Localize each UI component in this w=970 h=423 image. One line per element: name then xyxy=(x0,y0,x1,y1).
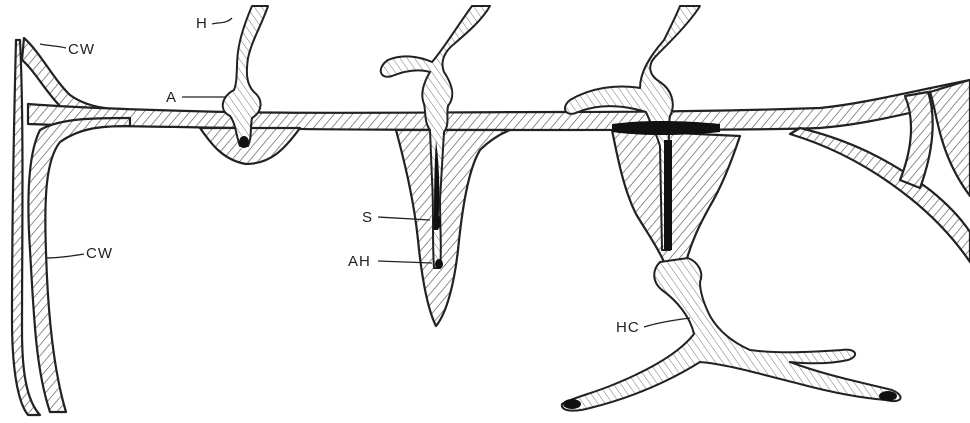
leader-h xyxy=(212,18,232,24)
leader-cw-left xyxy=(46,254,84,258)
label-cw-top: CW xyxy=(68,41,95,58)
haustorial-sheath-3 xyxy=(612,130,740,262)
haustorium-s xyxy=(433,215,441,229)
label-s: S xyxy=(362,209,373,226)
cell-wall-left-inner xyxy=(28,118,130,412)
leader-cw-top xyxy=(40,44,66,48)
cell-wall-right-corner-inner xyxy=(930,80,970,196)
leader-hc xyxy=(644,318,690,327)
dark-deposit xyxy=(612,121,720,135)
label-a: A xyxy=(166,89,177,106)
label-cw-left: CW xyxy=(86,245,113,262)
label-ah: AH xyxy=(348,253,371,270)
label-hc: HC xyxy=(616,319,640,336)
appressorium-dot-1 xyxy=(239,136,249,148)
hc-tip-left xyxy=(563,399,581,409)
haustorium-ah xyxy=(435,259,443,269)
hc-tip-right xyxy=(879,391,897,401)
label-h: H xyxy=(196,15,208,32)
haustorial-neck-3 xyxy=(664,140,672,250)
haustorial-sheath-2 xyxy=(396,130,510,326)
haustorium-hc xyxy=(562,258,901,411)
cell-wall-right-diagonal xyxy=(790,128,970,262)
